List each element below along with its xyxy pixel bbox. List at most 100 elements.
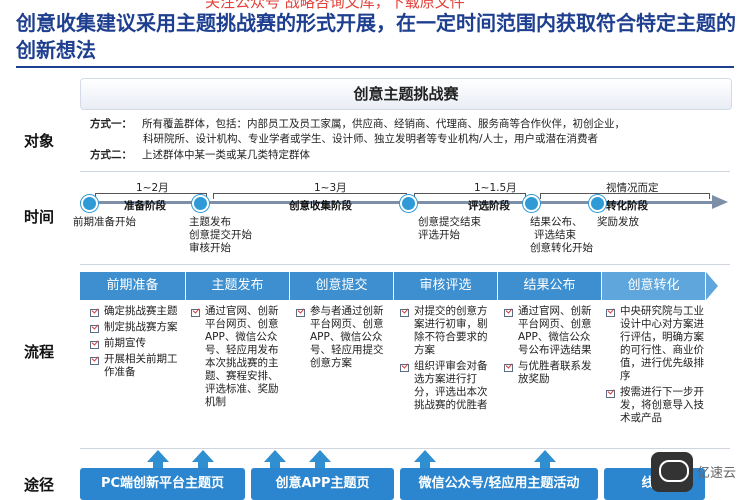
stage-3-duration: 1~1.5月	[474, 182, 517, 194]
title-divider	[16, 66, 734, 68]
up-arrow-icon	[534, 450, 556, 462]
up-arrow-stem	[198, 462, 208, 468]
cloud-icon	[659, 460, 689, 482]
timeline-dot	[400, 195, 417, 212]
up-arrow-stem	[540, 462, 550, 468]
list-item-text: 对提交的创意方案进行初审，剔除不符合要求的方案	[414, 305, 488, 356]
list-item-text: 按需进行下一步开发，将创意导入技术或产品	[620, 386, 704, 424]
check-icon	[90, 323, 100, 333]
check-icon	[606, 307, 616, 317]
list-item: 组织评审会对备选方案进行打分，评选出本次挑战赛的优胜者	[400, 360, 495, 412]
stage-1-duration: 1~2月	[136, 182, 169, 194]
list-item-text: 开展相关前期工作准备	[104, 353, 178, 378]
process-header-result: 结果公布	[498, 272, 602, 300]
watermark-text: 关注公众号 战略咨询文库，下载原文件	[205, 0, 465, 11]
stage-2-name: 创意收集阶段	[289, 200, 352, 212]
method-1-line-1: 所有覆盖群体，包括：内部员工及员工家属，供应商、经销商、代理商、服务商等合作伙伴…	[142, 118, 625, 130]
object-method-1: 方式一： 所有覆盖群体，包括：内部员工及员工家属，供应商、经销商、代理商、服务商等…	[90, 117, 625, 132]
up-arrow-stem	[153, 462, 163, 468]
stage-1-name: 准备阶段	[124, 200, 166, 212]
up-arrow-icon	[264, 450, 286, 462]
check-icon	[504, 362, 514, 372]
event-stage-3-start: 创意提交结束 评选开始	[418, 216, 481, 242]
object-method-2: 方式二： 上述群体中某一类或某几类特定群体	[90, 148, 310, 163]
method-1-label: 方式一：	[90, 118, 132, 130]
page-title: 创意收集建议采用主题挑战赛的形式开展，在一定时间范围内获取符合特定主题的创新想法	[16, 11, 736, 62]
event-text: 审核开始	[189, 242, 231, 254]
check-icon	[606, 388, 616, 398]
logo-text: 亿速云	[697, 466, 737, 481]
check-icon	[504, 307, 514, 317]
check-icon	[191, 307, 201, 317]
timeline-dot	[523, 195, 540, 212]
list-item: 与优胜者联系发放奖励	[504, 360, 599, 386]
section-banner: 创意主题挑战赛	[80, 78, 732, 110]
up-arrow-icon	[147, 450, 169, 462]
label-process: 流程	[24, 343, 55, 361]
event-text: 创意转化开始	[530, 242, 593, 254]
list-item-text: 制定挑战赛方案	[104, 321, 178, 333]
up-arrow-icon	[309, 450, 331, 462]
list-item: 按需进行下一步开发，将创意导入技术或产品	[606, 386, 706, 425]
process-header-prep: 前期准备	[80, 272, 186, 300]
stage-bracket	[540, 193, 710, 199]
check-icon	[400, 362, 410, 372]
event-stage-2-start: 主题发布 创意提交开始 审核开始	[189, 216, 252, 255]
process-list-publish: 通过官网、创新平台网页、创意APP、微信公众号、轻应用发布本次挑战赛的主题、赛程…	[191, 305, 288, 412]
up-arrow-icon	[414, 450, 436, 462]
up-arrow-stem	[315, 462, 325, 468]
process-header-convert: 创意转化	[602, 272, 706, 300]
list-item-text: 中央研究院与工业设计中心对方案进行评估，明确方案的可行性、商业价值，进行优先级排…	[620, 305, 704, 382]
list-item: 中央研究院与工业设计中心对方案进行评估，明确方案的可行性、商业价值，进行优先级排…	[606, 305, 706, 383]
process-list-convert: 中央研究院与工业设计中心对方案进行评估，明确方案的可行性、商业价值，进行优先级排…	[606, 305, 706, 428]
process-header-review: 审核评选	[394, 272, 498, 300]
event-text: 评选开始	[418, 229, 460, 241]
up-arrow-stem	[270, 462, 280, 468]
check-icon	[296, 307, 306, 317]
event-prep-start: 前期准备开始	[73, 216, 136, 228]
stage-4-name: 转化阶段	[606, 200, 648, 212]
list-item: 开展相关前期工作准备	[90, 353, 186, 379]
label-object: 对象	[24, 132, 55, 150]
timeline-dot	[589, 195, 606, 212]
row-divider	[80, 448, 730, 449]
event-reward: 奖励发放	[597, 216, 639, 228]
list-item: 前期宣传	[90, 337, 186, 350]
process-arrowhead	[706, 272, 718, 300]
list-item-text: 确定挑战赛主题	[104, 305, 178, 317]
event-text: 主题发布	[189, 216, 231, 228]
list-item: 参与者通过创新平台网页、创意APP、微信公众号、轻应用提交创意方案	[296, 305, 391, 370]
channel-app: 创意APP主题页	[251, 468, 394, 500]
label-channel: 途径	[24, 476, 55, 494]
process-list-submit: 参与者通过创新平台网页、创意APP、微信公众号、轻应用提交创意方案	[296, 305, 391, 373]
label-time: 时间	[24, 208, 55, 226]
method-2-line-1: 上述群体中某一类或某几类特定群体	[142, 149, 310, 161]
row-divider	[80, 171, 730, 172]
method-1-line-2: 科研院所、设计机构、专业学者或学生、设计师、独立发明者等专业机构/人士，用户或潜…	[143, 133, 599, 145]
list-item: 制定挑战赛方案	[90, 321, 186, 334]
list-item-text: 前期宣传	[104, 337, 146, 349]
process-list-result: 通过官网、创新平台网页、创意APP、微信公众号公布评选结果 与优胜者联系发放奖励	[504, 305, 599, 389]
stage-3-name: 评选阶段	[468, 200, 510, 212]
process-list-review: 对提交的创意方案进行初审，剔除不符合要求的方案 组织评审会对备选方案进行打分，评…	[400, 305, 495, 415]
check-icon	[90, 307, 100, 317]
process-header-submit: 创意提交	[290, 272, 394, 300]
up-arrow-stem	[420, 462, 430, 468]
up-arrow-icon	[192, 450, 214, 462]
list-item: 对提交的创意方案进行初审，剔除不符合要求的方案	[400, 305, 495, 357]
event-text: 创意提交开始	[189, 229, 252, 241]
list-item-text: 通过官网、创新平台网页、创意APP、微信公众号、轻应用发布本次挑战赛的主题、赛程…	[205, 305, 279, 408]
stage-2-duration: 1~3月	[314, 182, 347, 194]
channel-wechat: 微信公众号/轻应用主题活动	[400, 468, 598, 500]
list-item: 确定挑战赛主题	[90, 305, 186, 318]
timeline-dot	[192, 195, 209, 212]
check-icon	[90, 339, 100, 349]
list-item: 通过官网、创新平台网页、创意APP、微信公众号公布评选结果	[504, 305, 599, 357]
list-item-text: 与优胜者联系发放奖励	[518, 360, 592, 385]
check-icon	[90, 355, 100, 365]
timeline-dot	[81, 195, 98, 212]
method-2-label: 方式二：	[90, 149, 132, 161]
event-text: 创意提交结束	[418, 216, 481, 228]
list-item-text: 组织评审会对备选方案进行打分，评选出本次挑战赛的优胜者	[414, 360, 488, 411]
stage-bracket	[95, 193, 207, 199]
